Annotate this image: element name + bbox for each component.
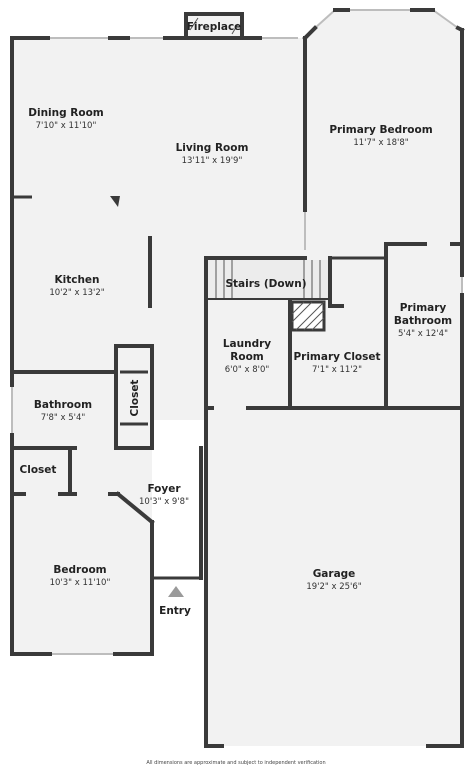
window-bay-left	[314, 9, 336, 29]
bedroom-label: Bedroom	[53, 564, 106, 576]
primary-closet-label: Primary Closet	[293, 351, 380, 363]
garage-label: Garage	[313, 568, 356, 580]
primary-bedroom-dims: 11'7" x 18'8"	[353, 138, 408, 148]
bathroom-dims: 7'8" x 5'4"	[41, 413, 86, 423]
entry-label: Entry	[159, 605, 191, 617]
closet-vertical-label: Closet	[129, 380, 141, 417]
fireplace-fill	[186, 14, 242, 38]
foyer-label: Foyer	[147, 483, 181, 495]
laundry-room-dims: 6'0" x 8'0"	[225, 365, 270, 375]
primary-suite-fill	[290, 10, 462, 408]
room-labels: Fireplace Dining Room 7'10" x 11'10" Liv…	[20, 21, 453, 766]
floor-fills	[12, 10, 462, 746]
bedroom-angle	[115, 491, 155, 525]
primary-bay-corner-right	[455, 25, 465, 33]
window-bay-right	[432, 9, 459, 29]
primary-closet-dims: 7'1" x 11'2"	[312, 365, 362, 375]
primary-bath-walls	[384, 242, 427, 410]
living-room-label: Living Room	[176, 142, 249, 154]
fireplace-box	[184, 12, 244, 40]
kitchen-dims: 10'2" x 13'2"	[49, 288, 104, 298]
main-floor-fill	[12, 38, 305, 654]
foyer-dims: 10'3" x 9'8"	[139, 497, 189, 507]
fireplace-hatch	[189, 17, 239, 35]
hatched-chase	[290, 300, 326, 332]
living-room-dims: 13'11" x 19'9"	[182, 156, 243, 166]
dining-room-dims: 7'10" x 11'10"	[36, 121, 97, 131]
exterior-top-left	[10, 36, 50, 82]
garage-dims: 19'2" x 25'6"	[306, 582, 361, 592]
disclaimer-text: All dimensions are approximate and subje…	[146, 760, 325, 766]
fireplace-label: Fireplace	[187, 21, 242, 33]
entry-arrow-icon	[168, 586, 184, 597]
laundry-room-label-1: Laundry	[223, 338, 271, 350]
garage-fill	[206, 410, 462, 746]
windows	[11, 9, 463, 655]
primary-bay-corner-left	[302, 25, 318, 41]
bathroom-label: Bathroom	[34, 399, 92, 411]
walls	[10, 8, 465, 748]
primary-bathroom-label-2: Bathroom	[394, 315, 452, 327]
stairs-drawing	[208, 260, 328, 298]
primary-bathroom-label-1: Primary	[400, 302, 447, 314]
bedroom-dims: 10'3" x 11'10"	[50, 578, 111, 588]
primary-bedroom-label: Primary Bedroom	[329, 124, 432, 136]
column-marker	[110, 196, 120, 207]
dining-room-label: Dining Room	[28, 107, 104, 119]
primary-bathroom-dims: 5'4" x 12'4"	[398, 329, 448, 339]
closet-label: Closet	[20, 464, 57, 476]
kitchen-label: Kitchen	[54, 274, 99, 286]
stairs-label: Stairs (Down)	[225, 278, 306, 290]
laundry-room-label-2: Room	[230, 351, 264, 363]
laundry-fill	[206, 298, 290, 410]
